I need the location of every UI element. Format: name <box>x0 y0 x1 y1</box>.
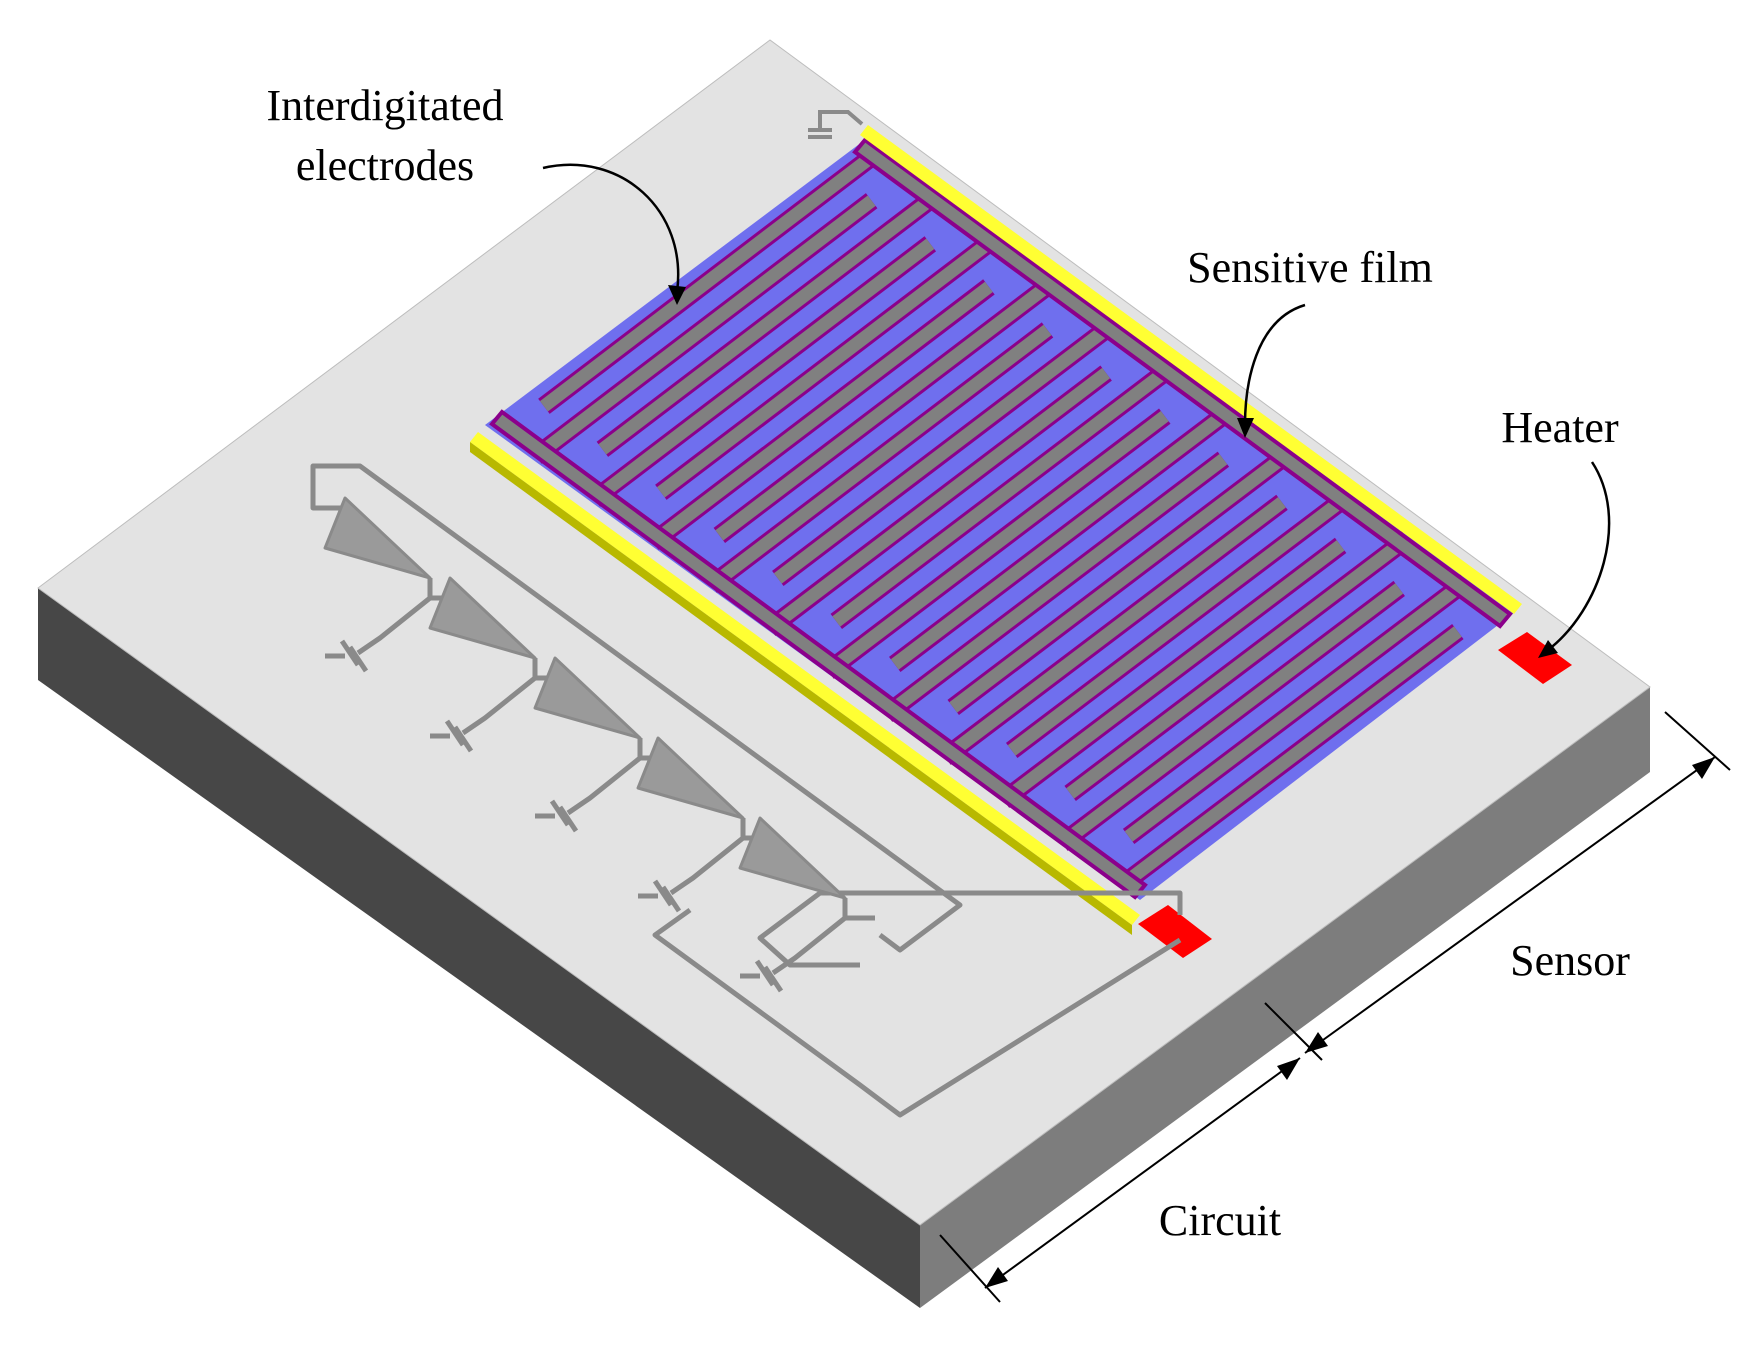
capacitor-lead <box>356 596 432 656</box>
electrode-finger <box>707 324 1052 591</box>
sensor-dimension-line <box>1304 756 1716 1054</box>
electrode-finger <box>656 231 1001 498</box>
heater-frame-top <box>860 125 1522 614</box>
electrode-finger <box>949 447 1295 713</box>
arrowhead <box>668 285 686 305</box>
substrate-front-face <box>920 687 1650 1308</box>
sensor-region <box>470 110 1572 958</box>
amplifier-symbol <box>428 576 537 660</box>
electrode-finger <box>882 454 1228 720</box>
electrode-finger <box>773 317 1119 584</box>
capacitor-plate <box>660 885 682 913</box>
arrowhead <box>1305 1032 1328 1053</box>
arrowhead <box>1538 640 1558 658</box>
label-interdigitated-electrodes-line2: electrodes <box>296 141 474 190</box>
electrode-finger <box>598 188 943 455</box>
amplifier-symbol <box>738 816 847 900</box>
capacitor-plate <box>339 639 361 667</box>
amplifier-symbol <box>636 736 745 820</box>
electrode-finger <box>941 497 1286 763</box>
heater-pad-right <box>1498 632 1572 684</box>
heater-frame-bottom-edge <box>470 442 1132 935</box>
callout-arrow-electrodes <box>542 163 680 293</box>
heater-pad-left <box>1138 905 1212 958</box>
capacitor-lead <box>566 756 642 816</box>
arrowhead <box>1277 1058 1300 1080</box>
electrode-finger <box>1116 626 1462 892</box>
dimension-lines <box>939 711 1731 1303</box>
interdigitated-electrodes <box>530 143 1472 894</box>
electrode-bus-top <box>852 137 1513 629</box>
arrowhead <box>1237 418 1254 438</box>
readout-circuit <box>310 463 1183 1118</box>
label-sensor: Sensor <box>1510 936 1630 985</box>
sensitive-film <box>485 136 1515 900</box>
label-sensitive-film: Sensitive film <box>1187 243 1433 292</box>
amplifier-chain <box>323 496 875 993</box>
capacitor-plate <box>557 805 579 833</box>
electrode-finger <box>531 195 876 462</box>
electrode-finger <box>1007 490 1353 756</box>
capacitor-lead <box>669 836 745 896</box>
dimension-tick-sensor-right <box>1664 711 1731 771</box>
circuit-return-trace <box>652 907 1182 1118</box>
callout-arrow-heater <box>1547 461 1611 651</box>
capacitor-plate <box>549 799 571 827</box>
capacitor-lead <box>461 676 537 736</box>
label-circuit: Circuit <box>1159 1196 1281 1245</box>
electrode-finger <box>539 145 884 412</box>
callout-arrowheads <box>668 285 1558 658</box>
electrode-finger <box>1066 533 1412 799</box>
substrate-left-face <box>38 588 920 1308</box>
electrode-finger <box>824 410 1169 677</box>
capacitor-plate <box>444 719 466 747</box>
arrowhead <box>1692 757 1715 779</box>
amplifier-symbol <box>323 496 432 580</box>
electrode-finger <box>890 404 1236 670</box>
circuit-output-loop <box>757 890 1183 968</box>
electrode-finger <box>999 540 1345 806</box>
dimension-arrows <box>985 757 1715 1288</box>
capacitor-plate <box>762 965 784 993</box>
circuit-feedback-loop <box>310 463 963 953</box>
electrode-finger <box>1058 583 1404 849</box>
electrode-finger <box>1124 576 1470 842</box>
electrode-finger <box>715 274 1060 541</box>
label-interdigitated-electrodes-line1: Interdigitated <box>266 81 503 130</box>
electrode-finger <box>832 361 1177 627</box>
heater-frame-bottom <box>470 432 1140 925</box>
labels: Interdigitated electrodes Sensitive film… <box>266 81 1630 1245</box>
electrode-finger <box>765 367 1111 634</box>
amplifier-symbol <box>533 656 642 740</box>
capacitor-plate <box>347 645 369 673</box>
capacitor-plate <box>754 959 776 987</box>
electrode-finger <box>590 238 935 505</box>
callout-arrows <box>542 163 1611 651</box>
callout-arrow-sensitive-film <box>1243 303 1306 426</box>
electrode-bus-bottom <box>489 409 1148 900</box>
arrowhead <box>985 1267 1008 1288</box>
capacitor-plate <box>652 879 674 907</box>
dimension-tick-circuit-left <box>939 1234 1001 1303</box>
electrode-contact <box>818 110 864 130</box>
circuit-dimension-line <box>984 1057 1301 1289</box>
capacitor-plate <box>452 725 474 753</box>
capacitor-lead <box>771 916 847 976</box>
electrode-finger <box>648 281 993 548</box>
label-heater: Heater <box>1501 403 1619 452</box>
